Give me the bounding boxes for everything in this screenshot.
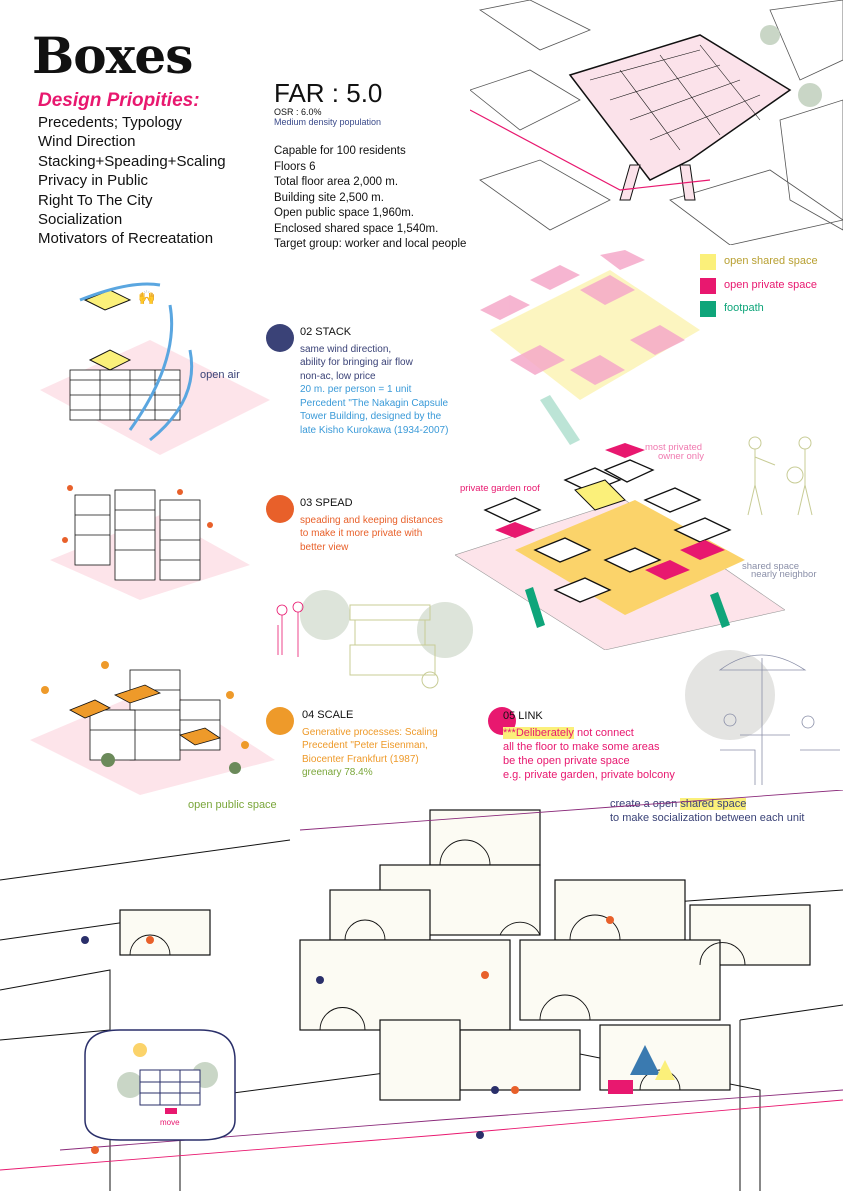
- step-line: Generative processes: Scaling: [302, 726, 438, 738]
- legend-label: footpath: [724, 302, 764, 314]
- priority-item: Right To The City: [38, 191, 153, 209]
- poster-title: Boxes: [32, 26, 193, 85]
- step-line: to make it more private with: [300, 528, 423, 539]
- legend-swatch: [700, 254, 716, 270]
- priority-item: Wind Direction: [38, 133, 136, 151]
- step-line: ability for bringing air flow: [300, 357, 413, 368]
- nearly-neighbor-label: nearly neighbor: [751, 569, 817, 580]
- step-line: better view: [300, 541, 349, 553]
- spead-step-dot: [266, 495, 294, 523]
- far-value: FAR : 5.0: [274, 78, 383, 108]
- step-line: non-ac, low price: [300, 370, 376, 382]
- design-priorities-list: Precedents; Typology Wind Direction Stac…: [38, 113, 226, 249]
- scale-step-dot: [266, 707, 294, 735]
- spread-diagram: [50, 485, 250, 600]
- note-text: to make socialization between each unit: [610, 812, 805, 824]
- highlight-text: ***Deliberately: [503, 727, 574, 739]
- step-line: not connect: [573, 727, 634, 739]
- private-garden-roof-label: private garden roof: [460, 483, 540, 494]
- kids-sketch: [747, 436, 813, 516]
- cafe-sketch: [685, 650, 840, 785]
- legend-label: open shared space: [724, 255, 818, 267]
- stats-list: Capable for 100 residents Floors 6 Total…: [274, 144, 466, 253]
- priority-item: Stacking+Speading+Scaling: [38, 152, 226, 170]
- step-stack: 02 STACK same wind direction, ability fo…: [300, 326, 448, 437]
- shared-space-label: shared space: [742, 561, 800, 572]
- step-line: speading and keeping distances: [300, 514, 443, 526]
- stat-item: Floors 6: [274, 160, 316, 173]
- density-label: Medium density population: [274, 117, 382, 127]
- step-line: same wind direction,: [300, 343, 392, 355]
- step-heading: 03 SPEAD: [300, 497, 353, 509]
- stack-diagram: 🙌: [40, 282, 270, 455]
- osr-value: OSR : 6.0%: [274, 107, 322, 117]
- step-line: 20 m. per person = 1 unit: [300, 384, 412, 395]
- stat-item: Enclosed shared space 1,540m.: [274, 222, 439, 235]
- perspective-drawing: [0, 790, 843, 1191]
- stack-step-dot: [266, 324, 294, 352]
- legend-swatch: [700, 301, 716, 317]
- step-line: Precedent "Peter Eisenman,: [302, 740, 428, 751]
- step-line: Tower Building, designed by the: [300, 411, 442, 422]
- svg-text:🙌: 🙌: [138, 289, 155, 305]
- layer-diagram: [480, 250, 700, 445]
- step-line: all the floor to make some areas: [503, 741, 660, 753]
- step-link: 05 LINK ***Deliberately not connect all …: [503, 709, 675, 782]
- stat-item: Target group: worker and local people: [274, 238, 467, 250]
- priority-item: Privacy in Public: [38, 172, 149, 190]
- priority-item: Socialization: [38, 211, 123, 229]
- legend-label: open private space: [724, 279, 817, 291]
- legend-swatch: [700, 278, 716, 294]
- design-priorities-heading: Design Priopities:: [38, 90, 200, 111]
- step-line: Biocenter Frankfurt (1987): [302, 753, 419, 765]
- owner-only-label: owner only: [658, 451, 704, 462]
- priority-item: Motivators of Recreatation: [38, 230, 214, 248]
- step-line: be the open private space: [503, 755, 630, 767]
- scale-diagram: [30, 661, 275, 795]
- open-public-space-label: open public space: [188, 799, 277, 811]
- step-line: Percedent "The Nakagin Capsule: [300, 397, 449, 409]
- step-heading: 04 SCALE: [302, 709, 354, 721]
- open-air-label: open air: [200, 369, 240, 381]
- step-line: e.g. private garden, private bolcony: [503, 769, 675, 781]
- step-heading: 05 LINK: [503, 710, 543, 722]
- stat-item: Total floor area 2,000 m.: [274, 176, 399, 188]
- stat-item: Capable for 100 residents: [274, 145, 406, 157]
- most-privated-label: most privated: [645, 442, 703, 453]
- step-line: late Kisho Kurokawa (1934-2007): [300, 424, 449, 436]
- priority-item: Precedents; Typology: [38, 114, 182, 131]
- stat-item: Building site 2,500 m.: [274, 191, 384, 204]
- note-text: create a open: [610, 798, 681, 810]
- stat-item: Open public space 1,960m.: [274, 207, 415, 219]
- unit-iso-diagram: [455, 443, 785, 650]
- step-scale: 04 SCALE Generative processes: Scaling P…: [302, 709, 438, 780]
- market-stall-sketch: [276, 590, 473, 689]
- step-spead: 03 SPEAD speading and keeping distances …: [300, 497, 443, 554]
- greenary-value: greenary 78.4%: [302, 767, 373, 778]
- site-plan-drawing: [470, 0, 843, 245]
- move-label: move: [160, 1118, 180, 1127]
- step-heading: 02 STACK: [300, 326, 352, 338]
